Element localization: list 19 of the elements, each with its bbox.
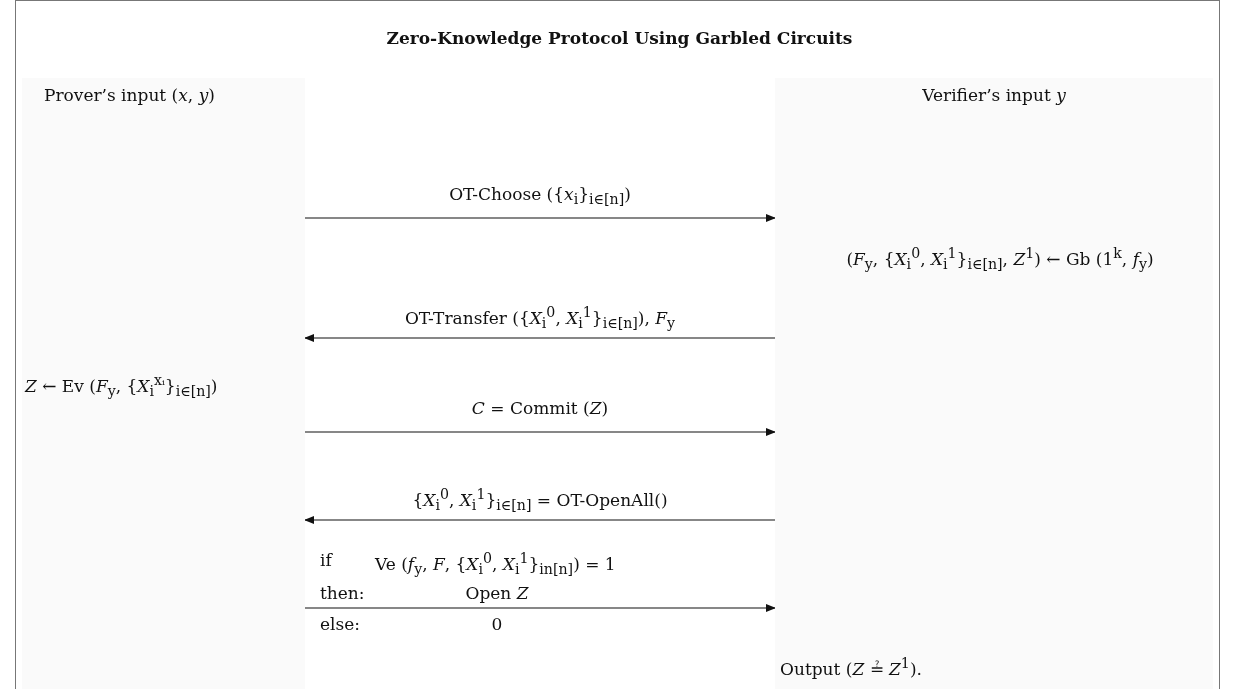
- computation-text: Z ← Ev (F$_{y}$, {X$_{i}$$^{xᵢ}$}$_{i∈[n]}$): [25, 372, 218, 400]
- condition-keyword: then:: [320, 583, 365, 603]
- condition-text: Ve (f$_{y}$, F, {X$_{i}$$^{0}$, X$_{i}$$^{1}$}$_{in[n]}$) = 1: [375, 550, 616, 578]
- condition-keyword: else:: [320, 614, 360, 634]
- party-heading: Verifier’s input y: [922, 85, 1066, 105]
- message-arrow: [304, 334, 776, 342]
- outcome-text: Open Z: [465, 583, 529, 603]
- message-arrow: [304, 516, 776, 524]
- outcome-text: 0: [491, 614, 503, 634]
- diagram-title: Zero-Knowledge Protocol Using Garbled Circuits: [386, 28, 853, 48]
- party-heading: Prover’s input (x, y): [44, 85, 215, 105]
- condition-keyword: if: [320, 550, 332, 570]
- message-arrow: [304, 428, 776, 436]
- party-lane: [775, 78, 1213, 689]
- message-arrow: [304, 604, 776, 612]
- computation-text: (F$_{y}$, {X$_{i}$$^{0}$, X$_{i}$$^{1}$}$_{i∈[n]}$, Z$^{1}$) ← Gb (1$^{k}$, f$_{y}$): [846, 245, 1154, 273]
- party-lane: [22, 78, 305, 689]
- output-text: Output (Z ≟ Z$^{1}$).: [780, 655, 922, 679]
- message-arrow: [304, 214, 776, 222]
